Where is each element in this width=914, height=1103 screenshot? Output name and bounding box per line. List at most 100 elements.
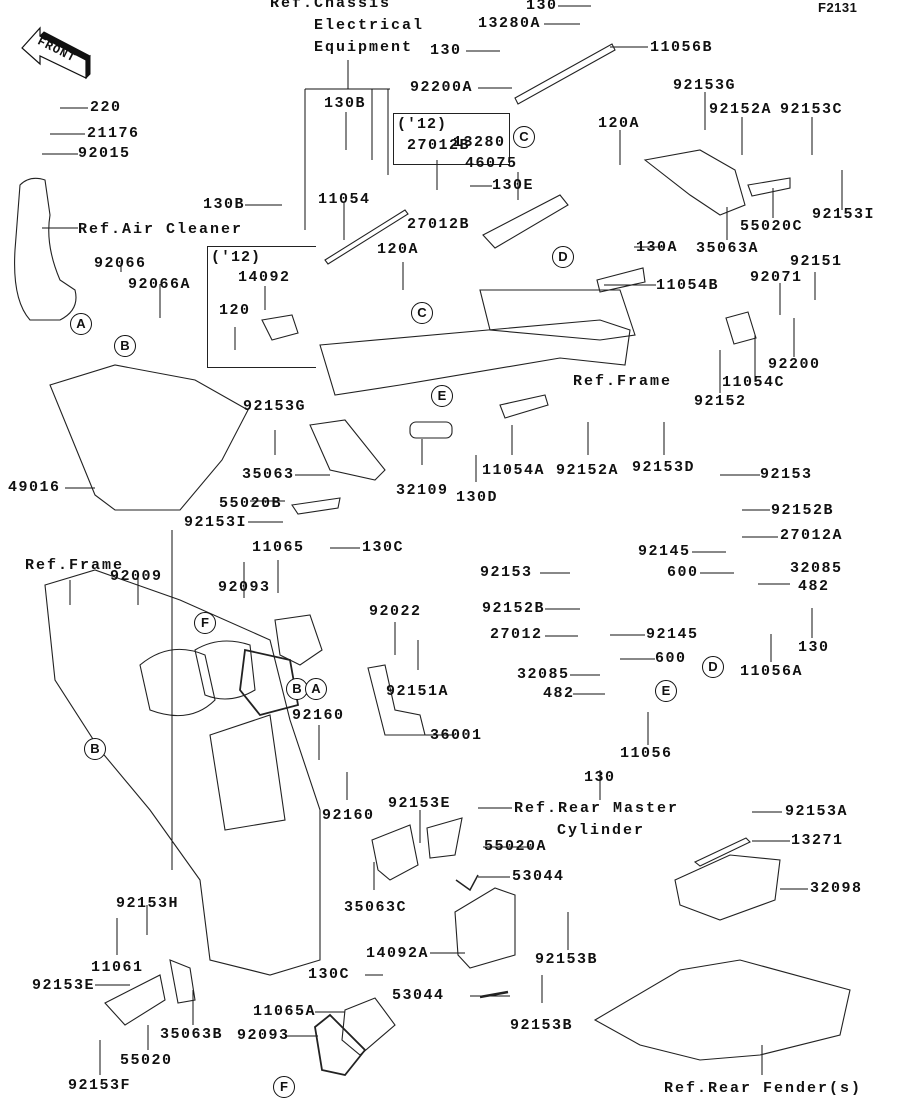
- variant-box-13280: ('12): [393, 113, 510, 165]
- part-label[interactable]: 11056: [620, 745, 673, 762]
- part-label[interactable]: 55020C: [740, 218, 804, 235]
- part-label[interactable]: 600: [655, 650, 687, 667]
- part-label[interactable]: 27012A: [780, 527, 844, 544]
- part-label[interactable]: 92152A: [556, 462, 620, 479]
- part-label[interactable]: 92153: [480, 564, 533, 581]
- part-label[interactable]: 53044: [392, 987, 445, 1004]
- part-label[interactable]: 35063C: [344, 899, 408, 916]
- part-label[interactable]: 92153E: [388, 795, 452, 812]
- part-label[interactable]: 92009: [110, 568, 163, 585]
- part-label[interactable]: 130B: [203, 196, 246, 213]
- part-label[interactable]: 120A: [598, 115, 641, 132]
- part-label[interactable]: 130D: [456, 489, 499, 506]
- part-label[interactable]: 92153B: [535, 951, 599, 968]
- part-label[interactable]: 92093: [237, 1027, 290, 1044]
- part-label[interactable]: 120: [219, 302, 251, 319]
- part-label[interactable]: 49016: [8, 479, 61, 496]
- part-label[interactable]: 14092: [238, 269, 291, 286]
- part-label[interactable]: 92153F: [68, 1077, 132, 1094]
- part-label[interactable]: 120A: [377, 241, 420, 258]
- part-label[interactable]: 11065A: [253, 1003, 317, 1020]
- part-label[interactable]: 92153E: [32, 977, 96, 994]
- part-label[interactable]: 27012B: [407, 137, 471, 154]
- part-label[interactable]: 92151A: [386, 683, 450, 700]
- part-label[interactable]: 92160: [322, 807, 375, 824]
- part-label[interactable]: 55020A: [484, 838, 548, 855]
- part-label[interactable]: 11065: [252, 539, 305, 556]
- part-label[interactable]: 32085: [517, 666, 570, 683]
- part-label[interactable]: 27012B: [407, 216, 471, 233]
- ref-rear-master-line2: Cylinder: [557, 822, 646, 839]
- callout-d: D: [552, 246, 574, 268]
- part-label[interactable]: 92160: [292, 707, 345, 724]
- part-label[interactable]: 92152B: [482, 600, 546, 617]
- part-label[interactable]: 92151: [790, 253, 843, 270]
- part-label[interactable]: 11054: [318, 191, 371, 208]
- part-label[interactable]: 35063: [242, 466, 295, 483]
- part-label[interactable]: 130: [584, 769, 616, 786]
- part-label[interactable]: 55020: [120, 1052, 173, 1069]
- part-label[interactable]: 11054A: [482, 462, 546, 479]
- part-label[interactable]: 11054B: [656, 277, 720, 294]
- figure-id: F2131: [818, 0, 858, 15]
- part-label[interactable]: 92153G: [673, 77, 737, 94]
- part-label[interactable]: 482: [798, 578, 830, 595]
- part-label[interactable]: 32098: [810, 880, 863, 897]
- callout-f: F: [273, 1076, 295, 1098]
- part-label[interactable]: 130C: [362, 539, 405, 556]
- callout-f: F: [194, 612, 216, 634]
- part-label[interactable]: 482: [543, 685, 575, 702]
- part-label[interactable]: 46075: [465, 155, 518, 172]
- part-label[interactable]: 92153C: [780, 101, 844, 118]
- part-label[interactable]: 92153I: [812, 206, 876, 223]
- part-label[interactable]: 92145: [646, 626, 699, 643]
- part-label[interactable]: 53044: [512, 868, 565, 885]
- part-label[interactable]: 130C: [308, 966, 351, 983]
- part-label[interactable]: 92071: [750, 269, 803, 286]
- part-label[interactable]: 35063A: [696, 240, 760, 257]
- part-label[interactable]: 27012: [490, 626, 543, 643]
- part-label[interactable]: 13271: [791, 832, 844, 849]
- part-label[interactable]: 92153H: [116, 895, 180, 912]
- part-label[interactable]: 92152A: [709, 101, 773, 118]
- front-arrow-icon: [21, 26, 91, 80]
- part-label[interactable]: 21176: [87, 125, 140, 142]
- part-label[interactable]: 92015: [78, 145, 131, 162]
- part-label[interactable]: 92022: [369, 603, 422, 620]
- part-label[interactable]: 92153B: [510, 1017, 574, 1034]
- part-label[interactable]: 92152: [694, 393, 747, 410]
- part-label[interactable]: 92145: [638, 543, 691, 560]
- part-label[interactable]: 11056B: [650, 39, 714, 56]
- part-label[interactable]: 92066: [94, 255, 147, 272]
- part-label[interactable]: 92093: [218, 579, 271, 596]
- part-label[interactable]: 220: [90, 99, 122, 116]
- part-label[interactable]: 11061: [91, 959, 144, 976]
- part-label[interactable]: 130A: [636, 239, 679, 256]
- part-label[interactable]: 130: [526, 0, 558, 14]
- part-label[interactable]: 130B: [324, 95, 367, 112]
- part-label[interactable]: 13280: [453, 134, 506, 151]
- part-label[interactable]: 32085: [790, 560, 843, 577]
- part-label[interactable]: 130: [798, 639, 830, 656]
- part-label[interactable]: 92153I: [184, 514, 248, 531]
- part-label[interactable]: 14092A: [366, 945, 430, 962]
- part-label[interactable]: 11056A: [740, 663, 804, 680]
- part-label[interactable]: 92153: [760, 466, 813, 483]
- part-label[interactable]: 92152B: [771, 502, 835, 519]
- part-label[interactable]: 92153G: [243, 398, 307, 415]
- part-label[interactable]: 13280A: [478, 15, 542, 32]
- ref-chassis-line1: Ref.Chassis: [270, 0, 392, 12]
- part-label[interactable]: 130E: [492, 177, 535, 194]
- part-label[interactable]: 92066A: [128, 276, 192, 293]
- part-label[interactable]: 130: [430, 42, 462, 59]
- part-label[interactable]: 55020B: [219, 495, 283, 512]
- part-label[interactable]: 11054C: [722, 374, 786, 391]
- part-label[interactable]: 92200: [768, 356, 821, 373]
- part-label[interactable]: 92153A: [785, 803, 849, 820]
- part-label[interactable]: 92153D: [632, 459, 696, 476]
- part-label[interactable]: 92200A: [410, 79, 474, 96]
- part-label[interactable]: 35063B: [160, 1026, 224, 1043]
- part-label[interactable]: 32109: [396, 482, 449, 499]
- part-label[interactable]: 600: [667, 564, 699, 581]
- part-label[interactable]: 36001: [430, 727, 483, 744]
